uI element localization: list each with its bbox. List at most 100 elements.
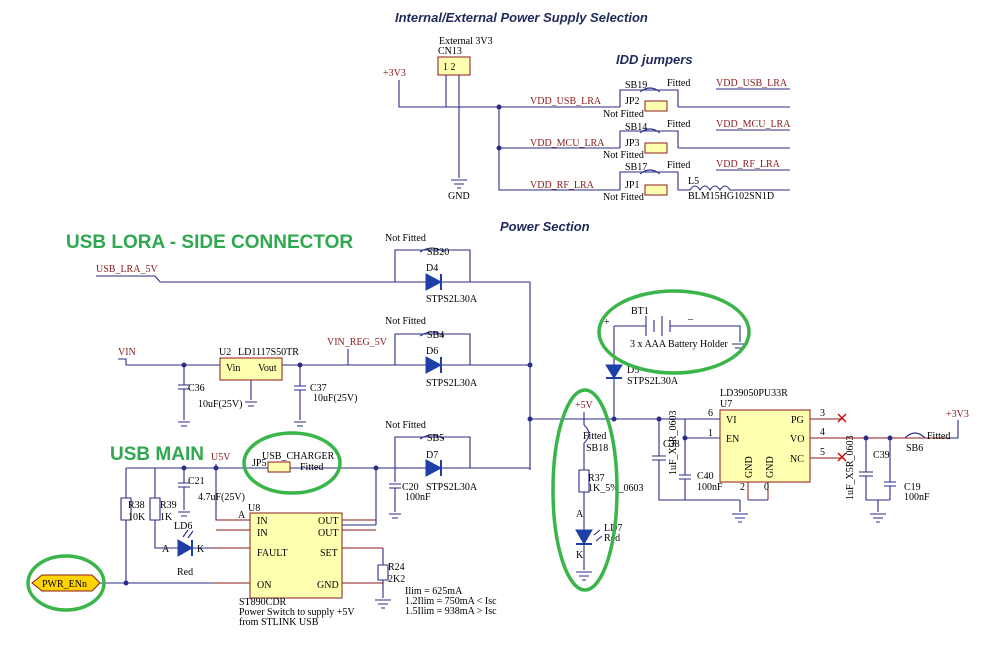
d6-part: STPS2L30A (426, 378, 478, 389)
r39-value: 1K (160, 512, 173, 523)
sb18-label: SB18 (586, 443, 608, 454)
d4-part: STPS2L30A (426, 294, 478, 305)
u8-note2: from STLINK USB (239, 617, 319, 628)
d7-diode (425, 459, 443, 477)
c36-label: C36 (188, 383, 205, 394)
ld6-color: Red (177, 567, 193, 578)
gnd-label-top: GND (448, 191, 470, 202)
net-u5v: U5V (211, 452, 231, 463)
u8-pin1: A (238, 510, 246, 521)
u8-out2: OUT (318, 528, 339, 539)
u8-fault: FAULT (257, 548, 288, 559)
r24-label: R24 (388, 562, 405, 573)
jp5-label: JP5 (252, 458, 266, 469)
c40-value: 100nF (697, 482, 723, 493)
battery-highlight-ring (597, 289, 751, 375)
u8-note1: Power Switch to supply +5V (239, 607, 355, 618)
bt1-label: BT1 (631, 306, 649, 317)
jp5-fitted: Fitted (300, 462, 323, 473)
u7-gnd1: GND (744, 456, 755, 478)
net-vdd-rf-right: VDD_RF_LRA (716, 159, 781, 170)
jp2-not-fitted: Not Fitted (603, 109, 644, 120)
u7-pin3: 3 (820, 408, 825, 419)
sb4-label: SB4 (427, 330, 444, 341)
usb-lora-callout: USB LORA - SIDE CONNECTOR (66, 232, 353, 253)
net-vdd-mcu-right: VDD_MCU_LRA (716, 119, 791, 130)
sb14-label: SB14 (625, 122, 647, 133)
ilim-line3: 1.5Ilim = 938mA > Isc (405, 606, 497, 617)
u8-out1: OUT (318, 516, 339, 527)
r39-label: R39 (160, 500, 177, 511)
net-vin: VIN (118, 347, 136, 358)
ld7-pin-k: K (576, 550, 584, 561)
u8-set: SET (320, 548, 338, 559)
c37-label: C37 (310, 383, 327, 394)
u2-part: LD1117S50TR (238, 347, 299, 358)
u7-pin1: 1 (708, 428, 713, 439)
c21-value: 4.7uF(25V) (198, 492, 245, 503)
net-vdd-usb-left: VDD_USB_LRA (530, 96, 602, 107)
u7-pin2: 2 (740, 482, 745, 493)
d5-diode (605, 364, 623, 379)
ilim-line1: Ilim = 625mA (405, 586, 463, 597)
usb-charger-label: USB_CHARGER (262, 451, 335, 462)
sb6-fitted: Fitted (927, 431, 950, 442)
sb18-fitted: Fitted (583, 431, 606, 442)
ld7-pin-a: A (576, 509, 584, 520)
supply-selection-block: +3V3 External 3V3 CN13 1 2 GND VDD_USB_L… (383, 36, 791, 203)
bt1-desc: 3 x AAA Battery Holder (630, 339, 728, 350)
power-section-block: USB_LRA_5V Not Fitted SB20 D4 STPS2L30A … (31, 233, 969, 628)
ld6-pin-a: A (162, 544, 170, 555)
net-vdd-usb-right: VDD_USB_LRA (716, 78, 788, 89)
jp3-label: JP3 (625, 138, 639, 149)
u7-pin6: 6 (708, 408, 713, 419)
led-5v-highlight-ring (551, 388, 619, 592)
ilim-line2: 1.2Ilim = 750mA < Isc (405, 596, 497, 607)
sb6-label: SB6 (906, 443, 923, 454)
cn13-ref: CN13 (438, 46, 462, 57)
net-vin-reg: VIN_REG_5V (327, 337, 388, 348)
c38-value: 1uF_X5R_0603 (668, 411, 679, 475)
d7-label: D7 (426, 450, 438, 461)
supply-selection-title: Internal/External Power Supply Selection (395, 10, 648, 25)
u7-pin4: 4 (820, 427, 825, 438)
c39-label: C39 (873, 450, 890, 461)
u7-label: U7 (720, 399, 732, 410)
r38-value: 10K (128, 512, 146, 523)
u7-pin0: 0 (764, 482, 769, 493)
d6-label: D6 (426, 346, 438, 357)
u8-gnd: GND (317, 580, 339, 591)
c19-label: C19 (904, 482, 921, 493)
jp2-label: JP2 (625, 96, 639, 107)
net-usb-lra-5v: USB_LRA_5V (96, 264, 158, 275)
c37-value: 10uF(25V) (313, 393, 357, 404)
u8-power-switch (249, 512, 343, 599)
sb5-not-fitted: Not Fitted (385, 420, 426, 431)
r38-label: R38 (128, 500, 145, 511)
r24-value: 2K2 (388, 574, 405, 585)
ld6-pin-k: K (197, 544, 205, 555)
c38-label: C38 (663, 439, 680, 450)
u2-vout-pin: Vout (258, 363, 277, 374)
sb17-label: SB17 (625, 162, 647, 173)
net-vdd-mcu-left: VDD_MCU_LRA (530, 138, 605, 149)
cn13-connector (437, 56, 471, 76)
c20-value: 100nF (405, 492, 431, 503)
jp1-jumper (644, 184, 668, 196)
d6-diode (425, 356, 443, 374)
net-3v3-out: +3V3 (946, 409, 969, 420)
net-3v3-top: +3V3 (383, 68, 406, 79)
u7-nc: NC (790, 454, 804, 465)
d5-part: STPS2L30A (627, 376, 679, 387)
d7-part: STPS2L30A (426, 482, 478, 493)
cn13-desc: External 3V3 (439, 36, 493, 47)
c40-label: C40 (697, 471, 714, 482)
bt1-minus: – (687, 314, 694, 325)
c21-label: C21 (188, 476, 205, 487)
u7-vo: VO (790, 434, 804, 445)
pwr-en-highlight-ring (26, 554, 106, 612)
u8-part: ST890CDR (239, 597, 287, 608)
sb20-not-fitted: Not Fitted (385, 233, 426, 244)
pwr-en-label: PWR_ENn (42, 579, 87, 590)
